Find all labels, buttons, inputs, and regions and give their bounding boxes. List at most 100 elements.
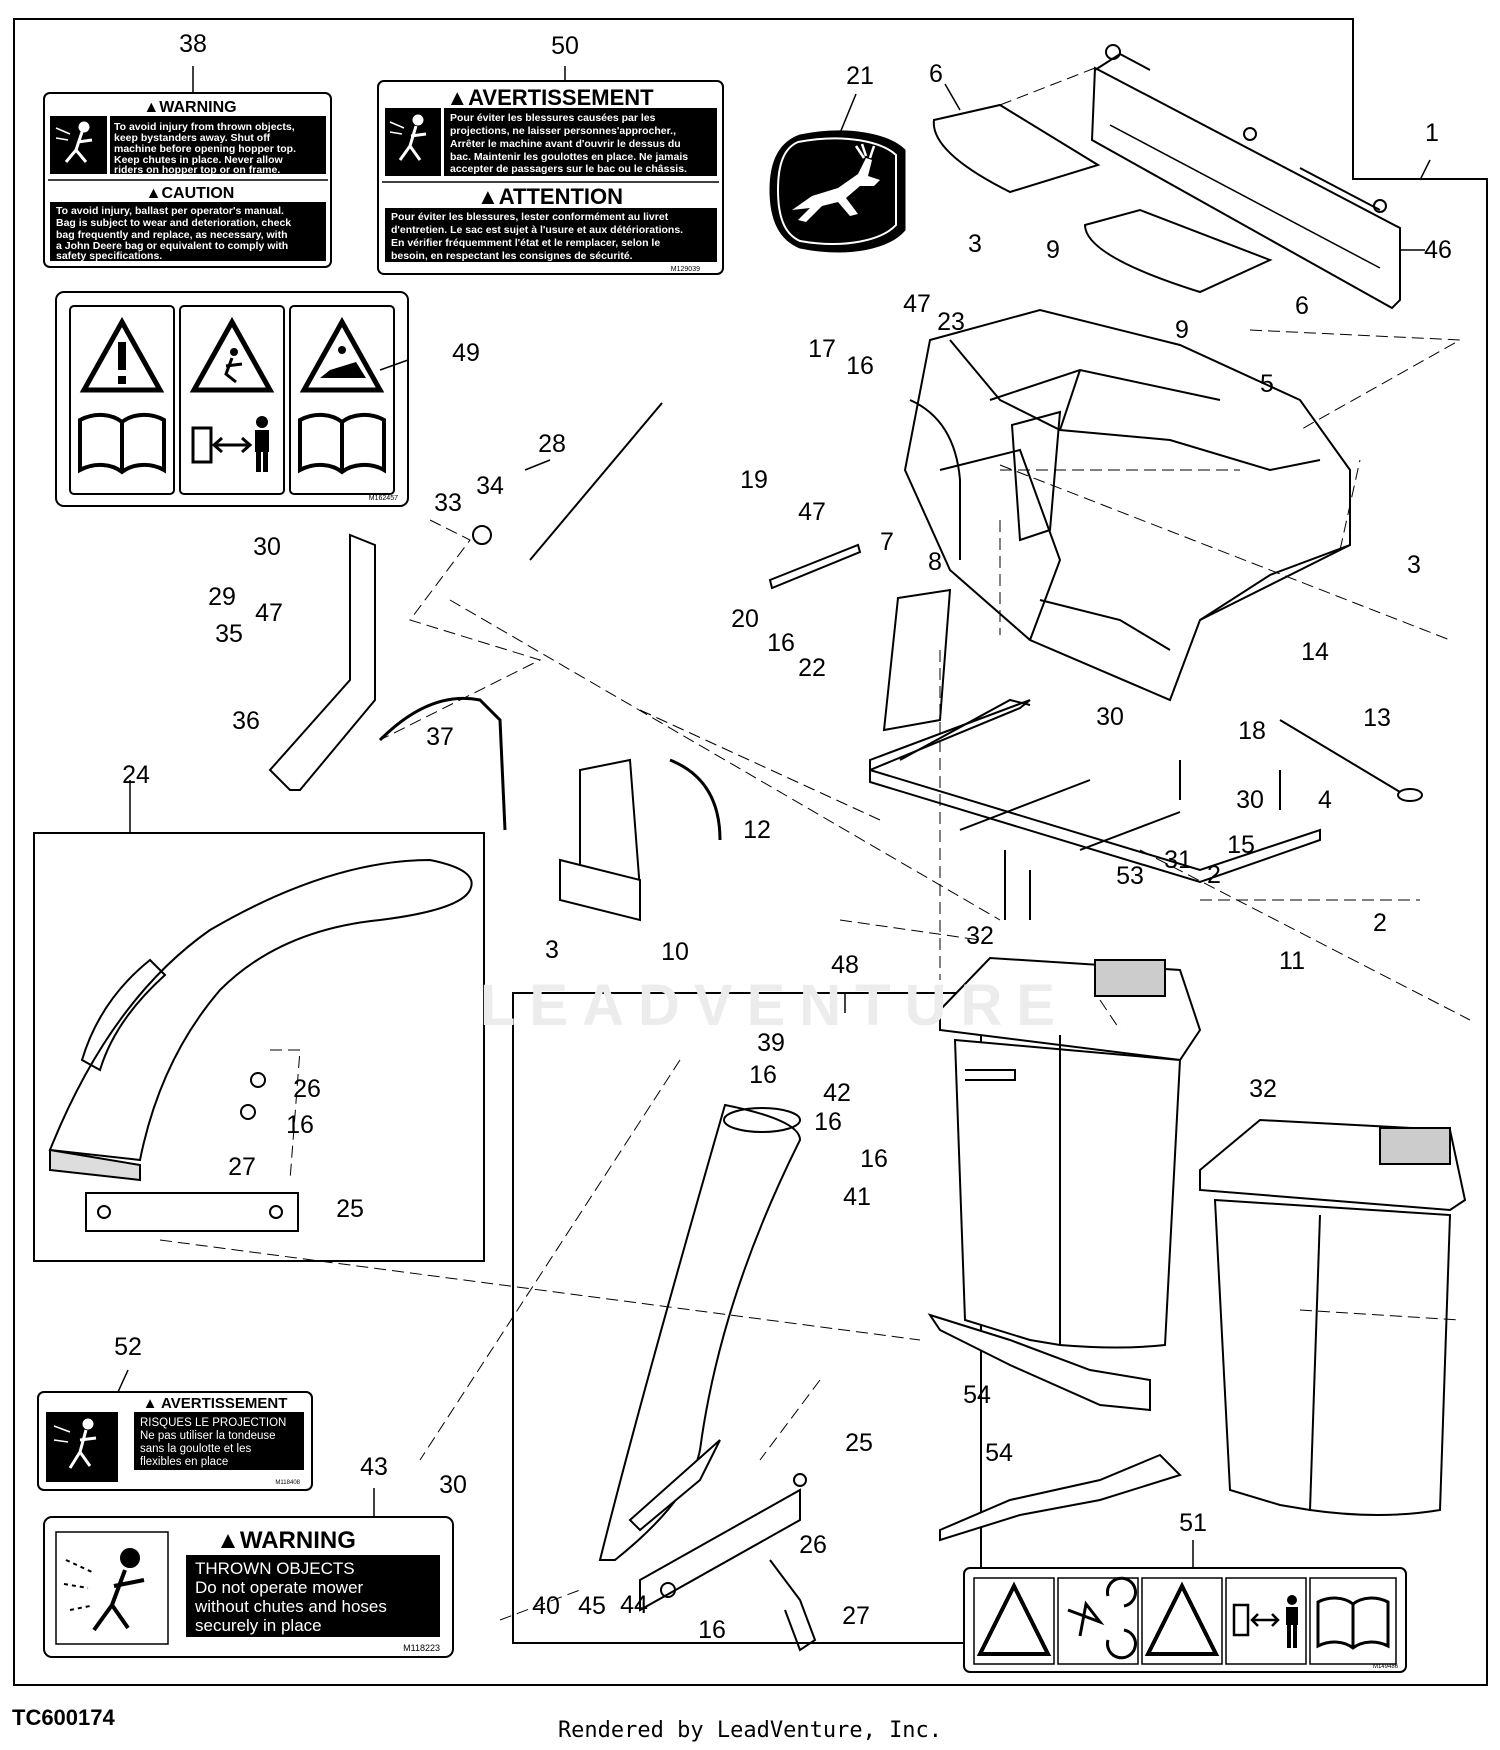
- callout-47: 47: [798, 498, 826, 526]
- decal-38-warning-line: Keep chutes in place. Never allow: [114, 154, 283, 166]
- decal-50-code: M129039: [671, 266, 700, 273]
- callout-9: 9: [1046, 236, 1060, 264]
- alert-triangle-icon: [79, 316, 165, 393]
- decal-38-caution-title: ▲CAUTION: [146, 185, 235, 202]
- callout-16: 16: [286, 1111, 314, 1139]
- callout-54: 54: [963, 1381, 991, 1409]
- callout-53: 53: [1116, 862, 1144, 890]
- decal-50-line: bac. Maintenir les goulottes en place. N…: [450, 151, 688, 163]
- decal-52-line: RISQUES LE PROJECTION: [140, 1417, 286, 1429]
- decal-38-warning-line: To avoid injury from thrown objects,: [114, 121, 295, 133]
- callout-47: 47: [903, 290, 931, 318]
- callout-46: 46: [1424, 236, 1452, 264]
- callout-8: 8: [928, 548, 942, 576]
- callout-16: 16: [698, 1616, 726, 1644]
- callout-27: 27: [228, 1153, 256, 1181]
- callout-26: 26: [799, 1531, 827, 1559]
- callout-leader-lines: [117, 66, 1431, 1568]
- callout-25: 25: [336, 1195, 364, 1223]
- grass-bins-drawing: [939, 956, 1467, 1516]
- decal-50-line: d'entretien. Le sac est sujet à l'usure …: [391, 224, 683, 236]
- no-riders-triangle-icon: [299, 316, 385, 393]
- callout-16: 16: [767, 629, 795, 657]
- callout-16: 16: [846, 352, 874, 380]
- callout-2: 2: [1207, 861, 1221, 889]
- callout-44: 44: [620, 1591, 648, 1619]
- callout-32: 32: [966, 922, 994, 950]
- decal-43-line: THROWN OBJECTS: [195, 1559, 355, 1578]
- callout-49: 49: [452, 339, 480, 367]
- callout-11: 11: [1279, 947, 1305, 975]
- decal-49-pictograms: M162457: [55, 291, 409, 507]
- decal-43-line: without chutes and hoses: [194, 1597, 387, 1616]
- decal-52-title: ▲ AVERTISSEMENT: [143, 1395, 288, 1412]
- decal-51-code: M149486: [1373, 1664, 1399, 1670]
- callout-6: 6: [929, 60, 943, 88]
- decal-50-title-1: ▲AVERTISSEMENT: [446, 85, 654, 110]
- decal-38-caution-line: Bag is subject to wear and deterioration…: [56, 217, 291, 229]
- callout-9: 9: [1175, 316, 1189, 344]
- manual-book-icon: [1316, 1596, 1390, 1650]
- thrown-object-person-icon: [389, 114, 427, 161]
- callout-10: 10: [661, 938, 689, 966]
- callout-33: 33: [434, 489, 462, 517]
- callout-38: 38: [179, 30, 207, 58]
- decal-51-pictograms: M149486: [963, 1567, 1407, 1673]
- callout-42: 42: [823, 1079, 851, 1107]
- callout-26: 26: [293, 1075, 321, 1103]
- decal-52-line: Ne pas utiliser la tondeuse: [140, 1430, 276, 1442]
- decal-52-line: flexibles en place: [140, 1456, 228, 1468]
- callout-2: 2: [1373, 909, 1387, 937]
- callout-21: 21: [846, 62, 874, 90]
- callout-16: 16: [749, 1061, 777, 1089]
- leaping-deer-icon: [792, 143, 880, 222]
- callout-6: 6: [1295, 292, 1309, 320]
- manual-book-icon: [78, 413, 166, 475]
- callout-45: 45: [578, 1592, 606, 1620]
- decal-43-line: Do not operate mower: [195, 1578, 364, 1597]
- callout-30: 30: [1236, 786, 1264, 814]
- figure-id: TC600174: [12, 1705, 115, 1730]
- callout-31: 31: [1164, 846, 1192, 874]
- decal-50-line: accepter de passagers sur le bac ou le c…: [450, 163, 687, 175]
- callout-4: 4: [1318, 786, 1332, 814]
- callout-30: 30: [439, 1471, 467, 1499]
- callout-22: 22: [798, 654, 826, 682]
- decal-50-line: besoin, en respectant les consignes de s…: [391, 250, 633, 262]
- decal-49-code: M162457: [369, 495, 398, 502]
- callout-52: 52: [114, 1333, 142, 1361]
- render-credit: Rendered by LeadVenture, Inc.: [557, 1718, 943, 1743]
- callout-40: 40: [532, 1592, 560, 1620]
- callout-34: 34: [476, 472, 504, 500]
- callout-24: 24: [122, 761, 150, 789]
- decal-38-caution-line: bag frequently and replace, as necessary…: [56, 229, 287, 241]
- callout-29: 29: [208, 583, 236, 611]
- callout-36: 36: [232, 707, 260, 735]
- callout-13: 13: [1363, 704, 1391, 732]
- callout-30: 30: [1096, 703, 1124, 731]
- rotating-blade-icon: [1067, 1576, 1137, 1660]
- callout-16: 16: [814, 1108, 842, 1136]
- callout-20: 20: [731, 605, 759, 633]
- callout-48: 48: [831, 951, 859, 979]
- decal-52-line: sans la goulotte et les: [140, 1443, 251, 1455]
- john-deere-logo-decal: [769, 130, 906, 253]
- decal-38-warning-caution: ▲WARNING To avoid injury from thrown obj…: [43, 92, 332, 268]
- callout-7: 7: [880, 528, 894, 556]
- callout-51: 51: [1179, 1509, 1207, 1537]
- decal-43-warning: ▲WARNING THROWN OBJECTS Do not operate m…: [43, 1516, 454, 1658]
- chute-bracket-drawing: [268, 525, 722, 922]
- decal-52-french: ▲ AVERTISSEMENT RISQUES LE PROJECTION Ne…: [37, 1391, 313, 1491]
- decal-38-warning-line: machine before opening hopper top.: [114, 143, 296, 155]
- callout-5: 5: [1260, 370, 1274, 398]
- callout-32: 32: [1249, 1075, 1277, 1103]
- callout-18: 18: [1238, 717, 1266, 745]
- callout-27: 27: [842, 1602, 870, 1630]
- hopper-assembly-drawing: [529, 44, 1423, 920]
- callout-3: 3: [1407, 551, 1421, 579]
- callout-12: 12: [743, 816, 771, 844]
- callout-23: 23: [937, 308, 965, 336]
- callout-3: 3: [545, 936, 559, 964]
- callout-19: 19: [740, 466, 768, 494]
